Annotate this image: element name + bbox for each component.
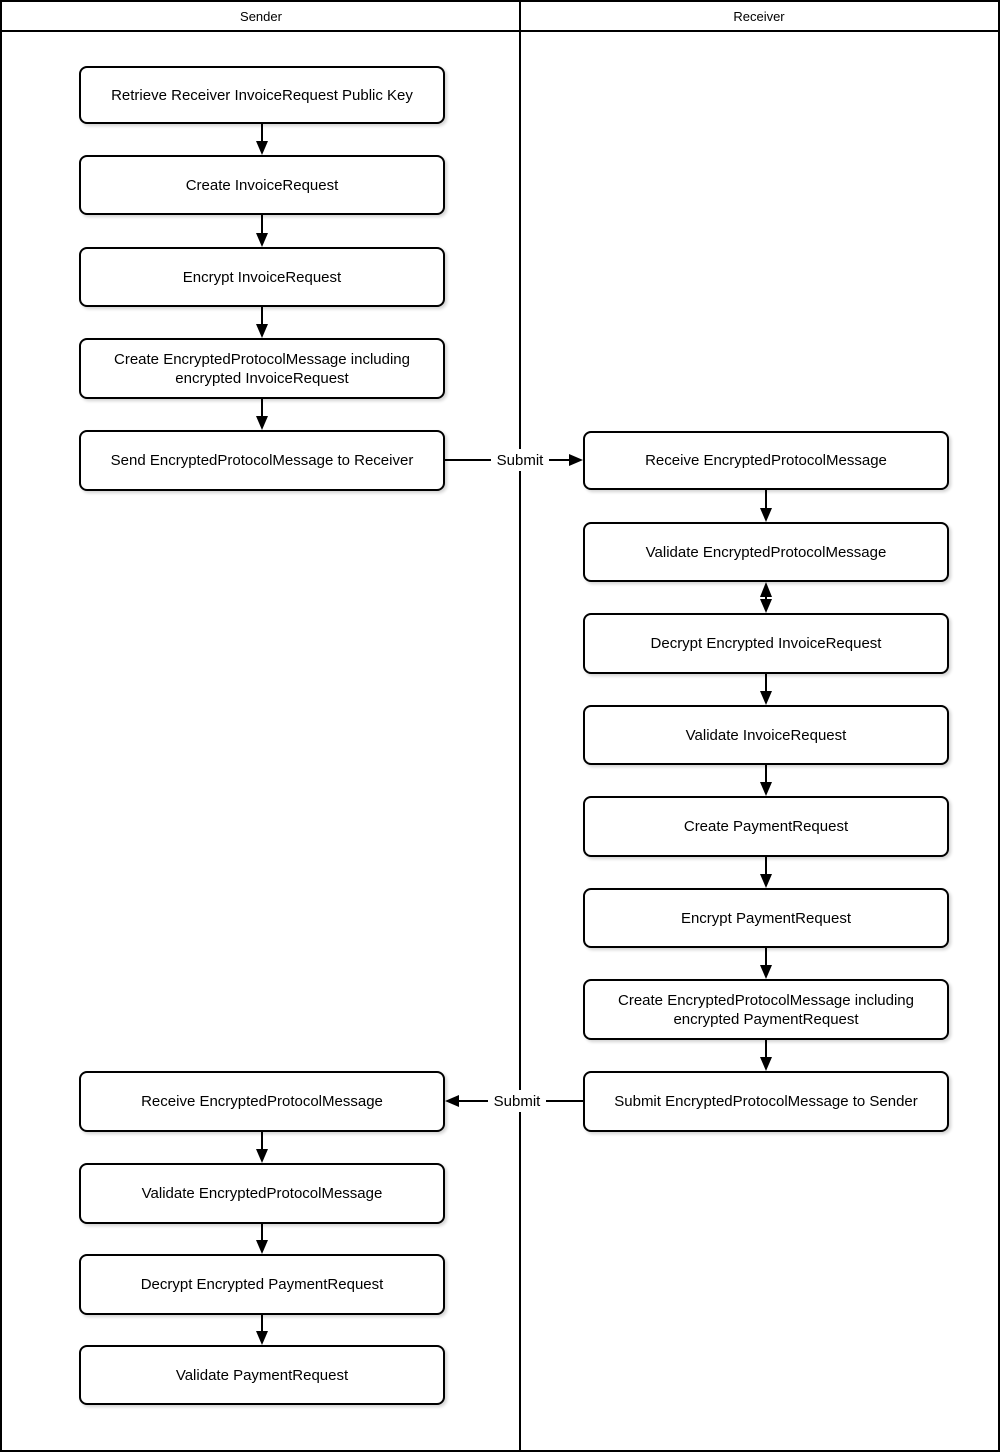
edge-validate-epm-to-decrypt-paymentrequest: [256, 1222, 268, 1254]
node-label: Create EncryptedProtocolMessage includin…: [114, 350, 410, 387]
node-label: Decrypt Encrypted InvoiceRequest: [650, 635, 882, 652]
edge-decrypt-to-validate-invoicerequest: [760, 672, 772, 705]
node-receive-encryptedprotocolmessage-receiver: Receive EncryptedProtocolMessage: [583, 431, 949, 490]
node-send-encryptedprotocolmessage-to-receiver: Send EncryptedProtocolMessage to Receive…: [79, 430, 445, 491]
node-label: Validate InvoiceRequest: [685, 726, 847, 744]
node-decrypt-encrypted-invoicerequest: Decrypt Encrypted InvoiceRequest: [583, 613, 949, 674]
lane-title-sender: Sender: [240, 8, 282, 24]
node-submit-encryptedprotocolmessage-to-sender: Submit EncryptedProtocolMessage to Sende…: [583, 1071, 949, 1132]
edge-create-epm-to-submit: [760, 1038, 772, 1071]
node-label: Create EncryptedProtocolMessage includin…: [618, 991, 914, 1028]
node-label: Receive EncryptedProtocolMessage: [141, 1093, 383, 1110]
lane-header-sender: Sender: [2, 2, 520, 30]
node-label: Encrypt InvoiceRequest: [182, 268, 342, 286]
node-receive-encryptedprotocolmessage-sender: Receive EncryptedProtocolMessage: [79, 1071, 445, 1132]
lane-divider: [519, 2, 521, 1450]
node-label: Submit EncryptedProtocolMessage to Sende…: [614, 1093, 918, 1110]
edge-validate-invoicerequest-to-create-paymentrequest: [760, 763, 772, 796]
lane-header-receiver: Receiver: [520, 2, 998, 30]
edge-retrieve-to-create-invoicerequest: [256, 122, 268, 155]
edge-receive-to-validate-epm-receiver: [760, 488, 772, 522]
edge-decrypt-to-validate-paymentrequest: [256, 1313, 268, 1345]
edge-encrypt-to-create-epm-paymentrequest: [760, 946, 772, 979]
node-label: Decrypt Encrypted PaymentRequest: [140, 1276, 384, 1293]
node-retrieve-receiver-invoicerequest-public-key: Retrieve Receiver InvoiceRequest Public …: [79, 66, 445, 124]
node-encrypt-invoicerequest: Encrypt InvoiceRequest: [79, 247, 445, 307]
edge-create-epm-to-send: [256, 397, 268, 430]
lane-title-receiver: Receiver: [733, 8, 785, 24]
lane-header-row: Sender Receiver: [2, 2, 998, 32]
node-label: Encrypt PaymentRequest: [680, 909, 852, 927]
edge-create-to-encrypt-invoicerequest: [256, 213, 268, 247]
node-validate-encryptedprotocolmessage-receiver: Validate EncryptedProtocolMessage: [583, 522, 949, 582]
node-label: Create PaymentRequest: [683, 818, 849, 835]
node-label: Send EncryptedProtocolMessage to Receive…: [110, 452, 414, 469]
edge-encrypt-to-create-epm-invoicerequest: [256, 305, 268, 338]
node-create-invoicerequest: Create InvoiceRequest: [79, 155, 445, 215]
edge-receive-to-validate-epm-sender: [256, 1130, 268, 1163]
node-label: Validate EncryptedProtocolMessage: [141, 1185, 383, 1202]
edge-create-to-encrypt-paymentrequest: [760, 855, 772, 888]
node-encrypt-paymentrequest: Encrypt PaymentRequest: [583, 888, 949, 948]
node-validate-encryptedprotocolmessage-sender: Validate EncryptedProtocolMessage: [79, 1163, 445, 1224]
node-validate-invoicerequest: Validate InvoiceRequest: [583, 705, 949, 765]
node-create-paymentrequest: Create PaymentRequest: [583, 796, 949, 857]
edge-label-submit-to-receiver: Submit: [491, 449, 549, 471]
node-label: Validate PaymentRequest: [175, 1366, 349, 1384]
node-create-encryptedprotocolmessage-including-encrypted-paymentrequest: Create EncryptedProtocolMessage includin…: [583, 979, 949, 1040]
edge-label-submit-to-sender: Submit: [488, 1090, 546, 1112]
node-create-encryptedprotocolmessage-including-encrypted-invoicerequest: Create EncryptedProtocolMessage includin…: [79, 338, 445, 399]
node-label: Create InvoiceRequest: [185, 176, 339, 194]
node-label: Retrieve Receiver InvoiceRequest Public …: [111, 86, 413, 104]
node-decrypt-encrypted-paymentrequest: Decrypt Encrypted PaymentRequest: [79, 1254, 445, 1315]
node-validate-paymentrequest: Validate PaymentRequest: [79, 1345, 445, 1405]
node-label: Validate EncryptedProtocolMessage: [645, 543, 887, 561]
node-label: Receive EncryptedProtocolMessage: [645, 452, 887, 469]
edge-validate-epm-to-decrypt-invoicerequest-double: [760, 582, 772, 613]
